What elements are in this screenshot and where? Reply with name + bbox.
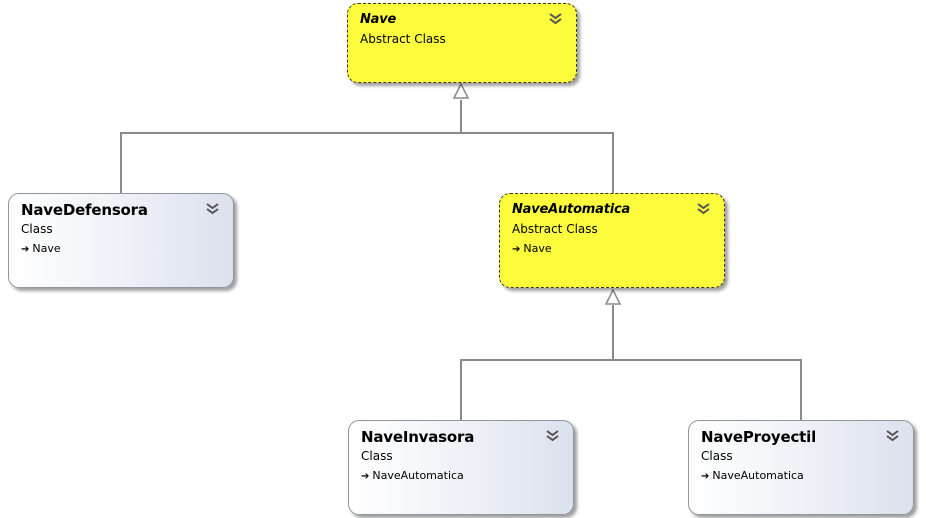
class-name: NaveProyectil [701,428,817,446]
base-class: ➔Nave [512,238,724,261]
class-kind: Abstract Class [512,222,598,236]
double-chevron-down-icon[interactable] [886,430,899,442]
double-chevron-down-icon[interactable] [546,430,559,442]
inheritance-arrow-icon: ➔ [21,244,30,255]
base-class: ➔NaveAutomatica [361,465,573,488]
inheritance-triangle-nave-automatica [604,288,622,305]
class-box-nave[interactable]: Nave Abstract Class [347,3,577,83]
inheritance-arrow-icon: ➔ [701,471,710,482]
base-class-name: Nave [523,242,552,255]
base-class-name: NaveAutomatica [372,469,464,482]
class-name: NaveInvasora [361,428,475,446]
class-kind: Class [701,449,733,463]
connector-nave-automatica [460,100,614,193]
class-box-nave-automatica[interactable]: NaveAutomatica Abstract Class ➔Nave [499,193,725,288]
double-chevron-down-icon[interactable] [549,13,562,25]
class-kind: Class [361,449,393,463]
class-kind: Abstract Class [360,32,446,46]
base-class-name: NaveAutomatica [712,469,804,482]
connector-nave-proyectil [612,305,802,420]
connector-nave-invasora [460,305,614,420]
inheritance-arrow-icon: ➔ [512,244,521,255]
base-class: ➔NaveAutomatica [701,465,913,488]
base-class-name: Nave [32,242,61,255]
inheritance-triangle-nave [452,82,470,99]
base-class: ➔Nave [21,238,233,261]
class-box-nave-invasora[interactable]: NaveInvasora Class ➔NaveAutomatica [348,420,574,515]
class-box-nave-defensora[interactable]: NaveDefensora Class ➔Nave [8,193,234,288]
class-name: Nave [360,12,397,27]
class-kind: Class [21,222,53,236]
connector-nave-defensora [120,100,462,193]
class-name: NaveDefensora [21,201,148,219]
class-box-nave-proyectil[interactable]: NaveProyectil Class ➔NaveAutomatica [688,420,914,515]
double-chevron-down-icon[interactable] [206,203,219,215]
inheritance-arrow-icon: ➔ [361,471,370,482]
double-chevron-down-icon[interactable] [697,203,710,215]
class-name: NaveAutomatica [512,202,631,217]
